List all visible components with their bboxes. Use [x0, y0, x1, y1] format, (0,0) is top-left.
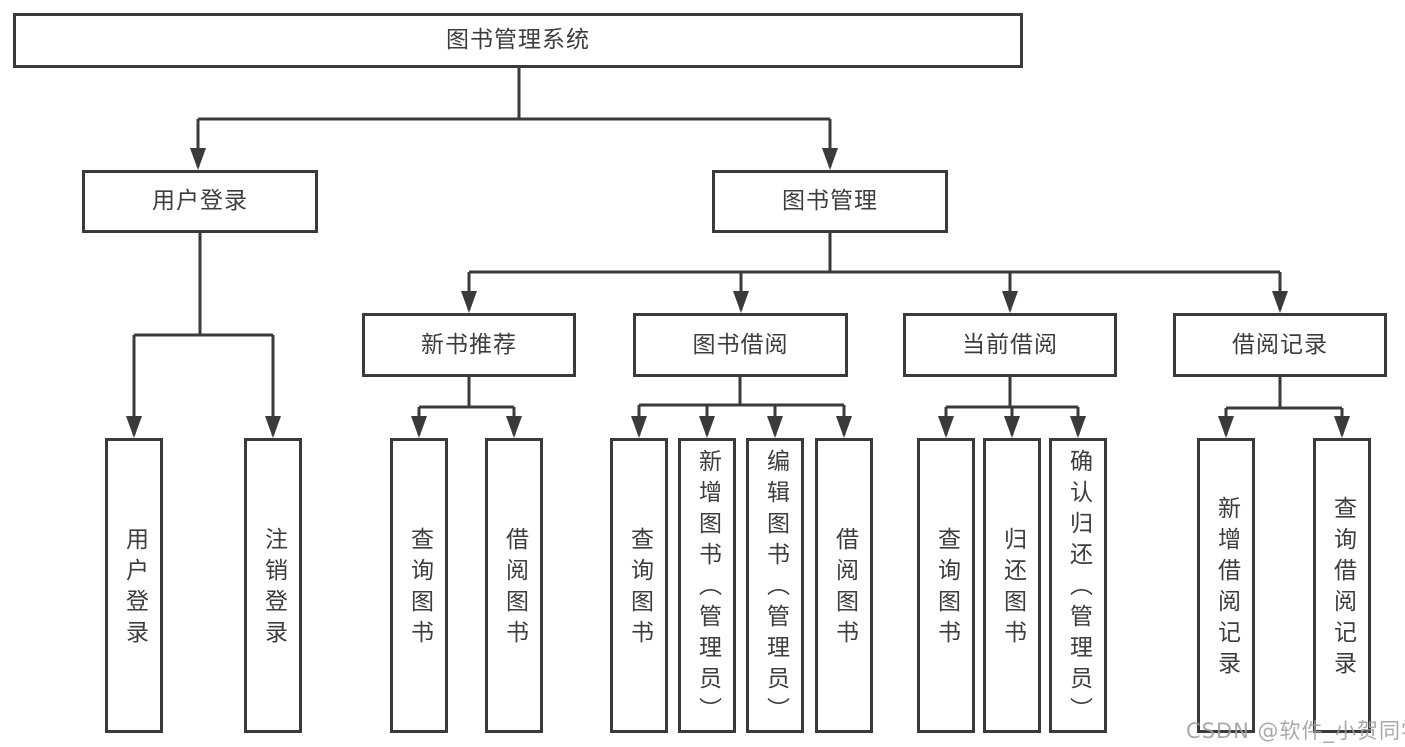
leaf-query-books-current: 查询图书 [917, 438, 975, 733]
node-book-management: 图书管理 [712, 170, 948, 233]
node-label: 编辑图书（管理员） [762, 449, 789, 728]
node-label: 查询图书 [406, 526, 433, 651]
node-label: 查询借阅记录 [1329, 495, 1356, 682]
leaf-add-borrow-record: 新增借阅记录 [1197, 438, 1255, 733]
node-label: 新增借阅记录 [1213, 495, 1240, 682]
leaf-borrow-books: 借阅图书 [815, 438, 873, 733]
node-label: 确认归还（管理员） [1065, 449, 1092, 728]
node-label: 图书借阅 [692, 331, 789, 358]
node-label: 查询图书 [933, 526, 960, 651]
node-label: 图书管理 [782, 188, 878, 214]
node-label: 归还图书 [999, 526, 1026, 651]
leaf-borrow-books-recommend: 借阅图书 [485, 438, 543, 733]
leaf-query-books-recommend: 查询图书 [390, 438, 448, 733]
node-label: 新增图书（管理员） [694, 449, 721, 728]
node-borrow-records: 借阅记录 [1173, 313, 1387, 377]
node-label: 借阅记录 [1232, 331, 1328, 358]
node-label: 用户登录 [152, 188, 248, 214]
node-label: 注销登录 [260, 526, 287, 651]
leaf-user-login: 用户登录 [105, 438, 163, 733]
node-new-book-recommend: 新书推荐 [362, 313, 576, 377]
leaf-query-borrow-record: 查询借阅记录 [1313, 438, 1371, 733]
node-label: 当前借阅 [962, 331, 1058, 358]
leaf-logout-login: 注销登录 [244, 438, 302, 733]
leaf-confirm-return-admin: 确认归还（管理员） [1049, 438, 1107, 733]
node-label: 新书推荐 [421, 331, 517, 358]
leaf-add-book-admin: 新增图书（管理员） [678, 438, 736, 733]
node-label: 图书管理系统 [446, 27, 590, 53]
csdn-watermark: CSDN @软件_小贺同学 [1186, 719, 1405, 743]
leaf-return-book: 归还图书 [983, 438, 1041, 733]
leaf-query-books-borrow: 查询图书 [610, 438, 668, 733]
node-current-borrow: 当前借阅 [903, 313, 1117, 377]
connector-paths [132, 68, 1344, 435]
node-label: 查询图书 [626, 526, 653, 651]
node-label: 借阅图书 [501, 526, 528, 651]
node-user-login: 用户登录 [82, 170, 318, 233]
node-library-management-system: 图书管理系统 [13, 13, 1023, 68]
node-book-borrow: 图书借阅 [633, 313, 848, 377]
node-label: 用户登录 [121, 526, 148, 651]
leaf-edit-book-admin: 编辑图书（管理员） [746, 438, 804, 733]
node-label: 借阅图书 [831, 526, 858, 651]
